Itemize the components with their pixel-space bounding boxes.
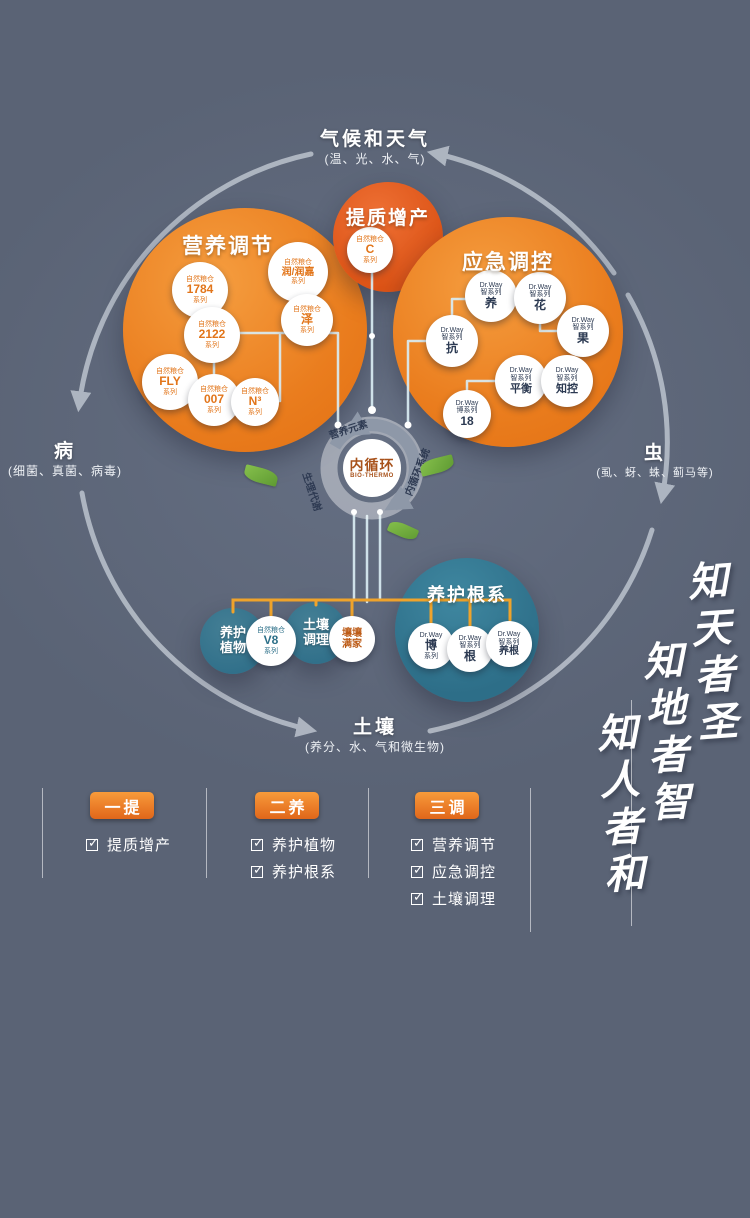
legend-divider <box>368 788 369 878</box>
cycle-sublabel-climate: (温、光、水、气) <box>324 152 426 166</box>
checkbox-icon <box>86 835 100 851</box>
legend-button-santiao: 三调 <box>415 792 479 819</box>
calligraphy-divider <box>631 700 632 926</box>
emblem-title: 内循环 <box>349 457 395 473</box>
inner-cycle-emblem: 内循环 BIO-THERMO 营养元素 生理代谢 内循环系统 <box>300 408 433 528</box>
product-circle-n3: 自然粮仓 N³ 系列 <box>231 378 279 426</box>
quality-group-title: 提质增产 <box>345 208 430 229</box>
cycle-label-insects: 虫 <box>643 443 666 464</box>
legend-item: 土壤调理 <box>411 888 496 909</box>
cycle-sublabel-insects: (虱、蚜、蛛、蓟马等) <box>596 467 714 479</box>
legend-item: 养护植物 <box>251 834 336 855</box>
legend-button-eryang: 二养 <box>255 792 319 819</box>
product-circle-kang: Dr.Way 智系列 抗 <box>426 315 478 367</box>
product-circle-ze: 自然粮仓 泽 系列 <box>281 294 333 346</box>
product-circle-c: 自然粮仓 C 系列 <box>347 227 393 273</box>
cycle-sublabel-soil: (养分、水、气和微生物) <box>305 740 445 754</box>
plant-care-label: 养护 植物 <box>219 625 246 655</box>
cycle-label-disease: 病 <box>53 441 76 462</box>
soil-conditioning-label: 土壤 调理 <box>302 617 329 647</box>
legend-divider <box>42 788 43 878</box>
checkbox-icon <box>411 835 425 851</box>
checkbox-icon <box>411 889 425 905</box>
product-circle-zhikong: Dr.Way 智系列 知控 <box>541 355 593 407</box>
legend-item: 提质增产 <box>86 834 171 855</box>
legend-item: 营养调节 <box>411 834 496 855</box>
product-circle-hua: Dr.Way 智系列 花 <box>514 272 566 324</box>
product-circle-2122: 自然粮仓 2122 系列 <box>184 307 240 363</box>
product-circle-18: Dr.Way 博系列 18 <box>443 390 491 438</box>
root-care-group-title: 养护根系 <box>427 585 507 605</box>
emergency-group-title: 应急调控 <box>462 251 554 274</box>
product-circle-yang: Dr.Way 智系列 养 <box>465 270 517 322</box>
product-circle-pingheng: Dr.Way 智系列 平衡 <box>495 355 547 407</box>
calligraphy-column: 知人者和 <box>589 710 646 902</box>
legend-divider <box>206 788 207 878</box>
checkbox-icon <box>251 862 265 878</box>
legend-divider <box>530 788 531 932</box>
legend-item: 养护根系 <box>251 861 336 882</box>
legend-item: 应急调控 <box>411 861 496 882</box>
leaf-icon <box>242 464 280 487</box>
product-circle-guo: Dr.Way 智系列 果 <box>557 305 609 357</box>
legend-button-yiti: 一提 <box>90 792 154 819</box>
cycle-label-soil: 土壤 <box>352 717 397 738</box>
checkbox-icon <box>251 835 265 851</box>
checkbox-icon <box>411 862 425 878</box>
cycle-label-climate: 气候和天气 <box>319 129 430 150</box>
product-circle-yanggen: Dr.Way 智系列 养根 <box>486 621 532 667</box>
nutrition-group-title: 营养调节 <box>182 235 274 258</box>
cycle-arc-bottom <box>79 490 318 738</box>
recycle-arrows-icon <box>320 411 424 520</box>
emblem-subtitle: BIO-THERMO <box>350 473 394 479</box>
cycle-sublabel-disease: (细菌、真菌、病毒) <box>8 464 122 478</box>
